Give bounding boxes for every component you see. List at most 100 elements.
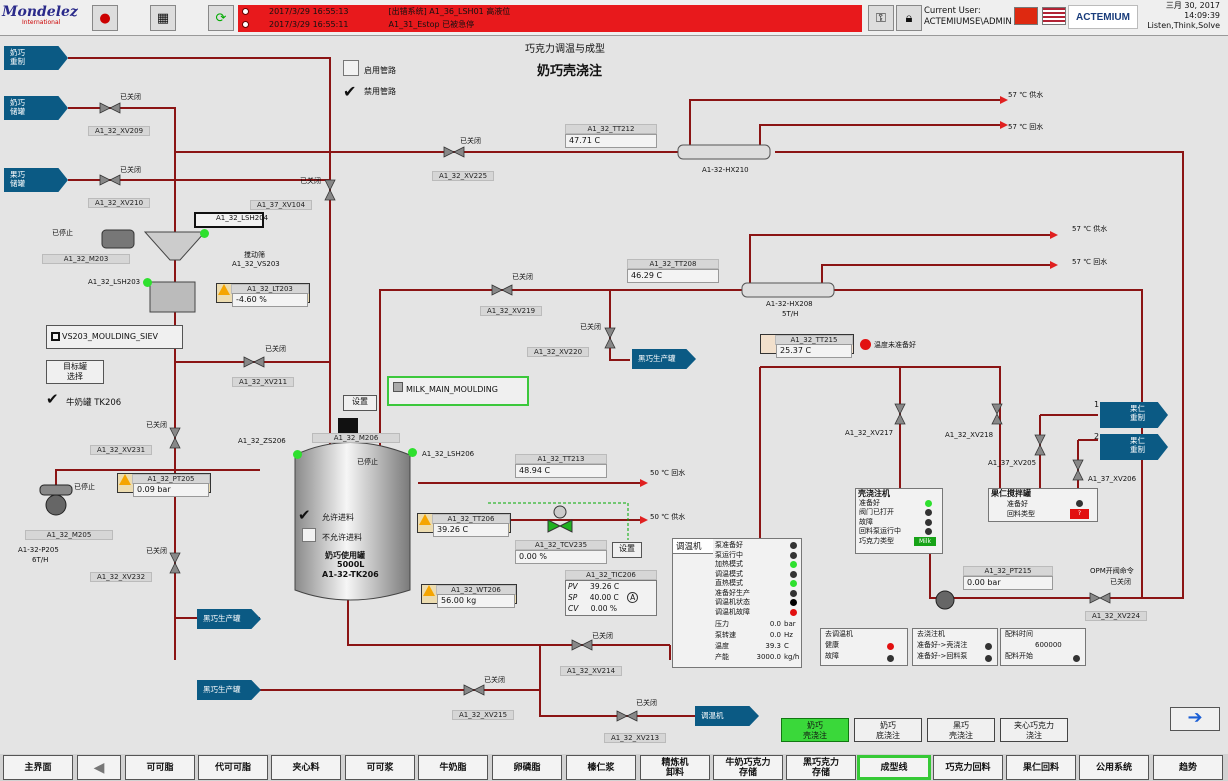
tic206-faceplate[interactable]: PV 39.26 C SP 40.00 C A CV 0.00 % — [565, 580, 657, 616]
tcv-setting-button[interactable]: 设置 — [612, 542, 642, 558]
pt215-value[interactable]: 0.00 bar — [963, 576, 1053, 590]
nav-button[interactable]: 黑巧克力 存储 — [786, 755, 856, 780]
nav-button[interactable]: 趋势 — [1153, 755, 1223, 780]
source-milk-store[interactable]: 奶巧 储罐 — [4, 96, 68, 120]
screen-tile[interactable]: 奶巧 壳浇注 — [781, 718, 849, 742]
valve-xv210[interactable]: A1_32_XV210 — [88, 198, 150, 208]
valve-xv206[interactable]: A1_37_XV206 — [1088, 475, 1137, 483]
valve-xv205[interactable]: A1_37_XV205 — [988, 459, 1037, 467]
china-flag-button[interactable] — [1014, 7, 1038, 25]
valve-xv220-state: 已关闭 — [580, 323, 601, 331]
tt208-tag: A1_32_TT208 — [627, 259, 719, 269]
dest-tempering[interactable]: 调温机 — [695, 706, 759, 726]
deny-feed-checkbox[interactable] — [302, 528, 316, 542]
milk-tank-checkbox[interactable]: ✔ — [46, 390, 59, 408]
nav-button[interactable]: 牛奶脂 — [418, 755, 488, 780]
refresh-button[interactable]: ⟳ — [208, 5, 234, 31]
vs203-button[interactable]: VS203_MOULDING_SIEV — [46, 325, 183, 349]
nav-button[interactable]: 成型线 — [857, 755, 931, 780]
dest-dark-mfg-3[interactable]: 黑巧生产罐 — [632, 349, 696, 369]
tt206-value[interactable]: 39.26 C — [433, 523, 509, 537]
tic206-tag: A1_32_TIC206 — [565, 570, 657, 580]
tempering-panel[interactable]: 调温机 泵准备好泵运行中加热模式调温模式直热模式准备好生产调温机状态调温机故障 … — [672, 538, 802, 668]
valve-xv232[interactable]: A1_32_XV232 — [90, 572, 152, 582]
nav-button[interactable]: 精炼机 卸料 — [640, 755, 710, 780]
valve-xv218[interactable]: A1_32_XV218 — [945, 431, 994, 439]
nav-button[interactable]: 主界面 — [3, 755, 73, 780]
page-subtitle: 奶巧壳浇注 — [537, 64, 603, 79]
source-dark-mfg-2[interactable]: 黑巧生产罐 — [197, 680, 261, 700]
valve-xv217[interactable]: A1_32_XV217 — [845, 429, 894, 437]
nav-button[interactable]: 可可浆 — [345, 755, 415, 780]
grid-menu-button[interactable]: ▦ — [150, 5, 176, 31]
nav-button[interactable]: 牛奶巧克力 存储 — [713, 755, 783, 780]
valve-xv210-state: 已关闭 — [120, 166, 141, 174]
alarm-row[interactable]: 2017/3/29 16:55:13[出错系统] A1_36_LSH01 高液位 — [238, 5, 862, 18]
nav-button[interactable]: 公用系统 — [1079, 755, 1149, 780]
screen-tile[interactable]: 黑巧 壳浇注 — [927, 718, 995, 742]
tt208-value[interactable]: 46.29 C — [627, 269, 719, 283]
valve-xv104[interactable]: A1_37_XV104 — [250, 200, 312, 210]
valve-xv215[interactable]: A1_32_XV215 — [452, 710, 514, 720]
lsh203-label: A1_32_LSH203 — [88, 278, 141, 286]
source-milk-bulk[interactable]: 奶巧 重制 — [4, 46, 68, 70]
nav-button[interactable]: ◀ — [77, 755, 121, 780]
alarm-banner[interactable]: 2017/3/29 16:55:13[出错系统] A1_36_LSH01 高液位… — [238, 5, 862, 32]
valve-xv214[interactable]: A1_32_XV214 — [560, 666, 622, 676]
nut-mixer-panel[interactable]: 果仁搅拌罐 准备好回料类型? — [988, 488, 1098, 522]
lt203-value[interactable]: -4.60 % — [232, 293, 308, 307]
tank-setting-button[interactable]: 设置 — [343, 395, 377, 411]
fruit-source-1[interactable]: 果仁 重制 — [1100, 402, 1168, 428]
valve-xv211[interactable]: A1_32_XV211 — [232, 377, 294, 387]
m206-tag[interactable]: A1_32_M206 — [312, 433, 400, 443]
alarm-status-icon — [242, 21, 249, 28]
m203-tag[interactable]: A1_32_M203 — [42, 254, 130, 264]
valve-xv219[interactable]: A1_32_XV219 — [480, 306, 542, 316]
nav-button[interactable]: 夹心料 — [271, 755, 341, 780]
fruit-source-2[interactable]: 果仁 重制 — [1100, 434, 1168, 460]
source-fruit-store[interactable]: 果巧 储罐 — [4, 168, 68, 192]
batch-time-status: 配料时间 600000 配料开始 — [1000, 628, 1086, 666]
lock-button[interactable]: 🔒︎ — [896, 5, 922, 31]
screen-tile[interactable]: 夹心巧克力 浇注 — [1000, 718, 1068, 742]
lsh204-box[interactable]: A1_32_LSH204 — [194, 212, 268, 228]
w57-return-1: 57 ℃ 回水 — [1008, 123, 1044, 131]
tt212-value[interactable]: 47.71 C — [565, 134, 657, 148]
valve-xv224[interactable]: A1_32_XV224 — [1085, 611, 1147, 621]
tempering-status-row: 准备好生产 — [715, 589, 801, 599]
tt213-value[interactable]: 48.94 C — [515, 464, 607, 478]
milk-main-moulding-button[interactable]: MILK_MAIN_MOULDING — [387, 376, 529, 406]
nav-button[interactable]: 巧克力回料 — [933, 755, 1003, 780]
lsh204-lamp — [200, 229, 209, 238]
wt206-value[interactable]: 56.00 kg — [437, 594, 515, 608]
valve-xv213[interactable]: A1_32_XV213 — [604, 733, 666, 743]
alarm-silence-button[interactable]: ● — [92, 5, 118, 31]
nav-button[interactable]: 可可脂 — [125, 755, 195, 780]
current-user: Current User:ACTEMIUMSE\ADMIN — [924, 6, 1012, 27]
nav-button[interactable]: 果仁回料 — [1006, 755, 1076, 780]
allow-feed-checkbox[interactable]: ✔ — [298, 506, 311, 524]
m205-tag[interactable]: A1_32_M205 — [25, 530, 113, 540]
tt215-value[interactable]: 25.37 C — [776, 344, 852, 358]
pt205-value[interactable]: 0.09 bar — [133, 483, 209, 497]
nav-button[interactable]: 榛仁浆 — [566, 755, 636, 780]
target-tank-select-button[interactable]: 目标罐 选择 — [46, 360, 104, 384]
tcv235-value[interactable]: 0.00 % — [515, 550, 607, 564]
enable-pipe-checkbox[interactable] — [343, 60, 359, 76]
nav-button[interactable]: 卵磷脂 — [492, 755, 562, 780]
us-flag-button[interactable] — [1042, 7, 1066, 25]
screen-tile[interactable]: 奶巧 底浇注 — [854, 718, 922, 742]
keys-button[interactable]: ⚿ — [868, 5, 894, 31]
valve-xv209[interactable]: A1_32_XV209 — [88, 126, 150, 136]
valve-xv225[interactable]: A1_32_XV225 — [432, 171, 494, 181]
next-page-button[interactable]: ➔ — [1170, 707, 1220, 731]
nav-button[interactable]: 代可可脂 — [198, 755, 268, 780]
valve-xv220[interactable]: A1_32_XV220 — [527, 347, 589, 357]
dest-dark-mfg-1[interactable]: 黑巧生产罐 — [197, 609, 261, 629]
warning-icon — [419, 514, 431, 525]
valve-xv231[interactable]: A1_32_XV231 — [90, 445, 152, 455]
status-icon — [393, 382, 403, 392]
disable-pipe-checkbox[interactable]: ✔ — [343, 82, 357, 101]
